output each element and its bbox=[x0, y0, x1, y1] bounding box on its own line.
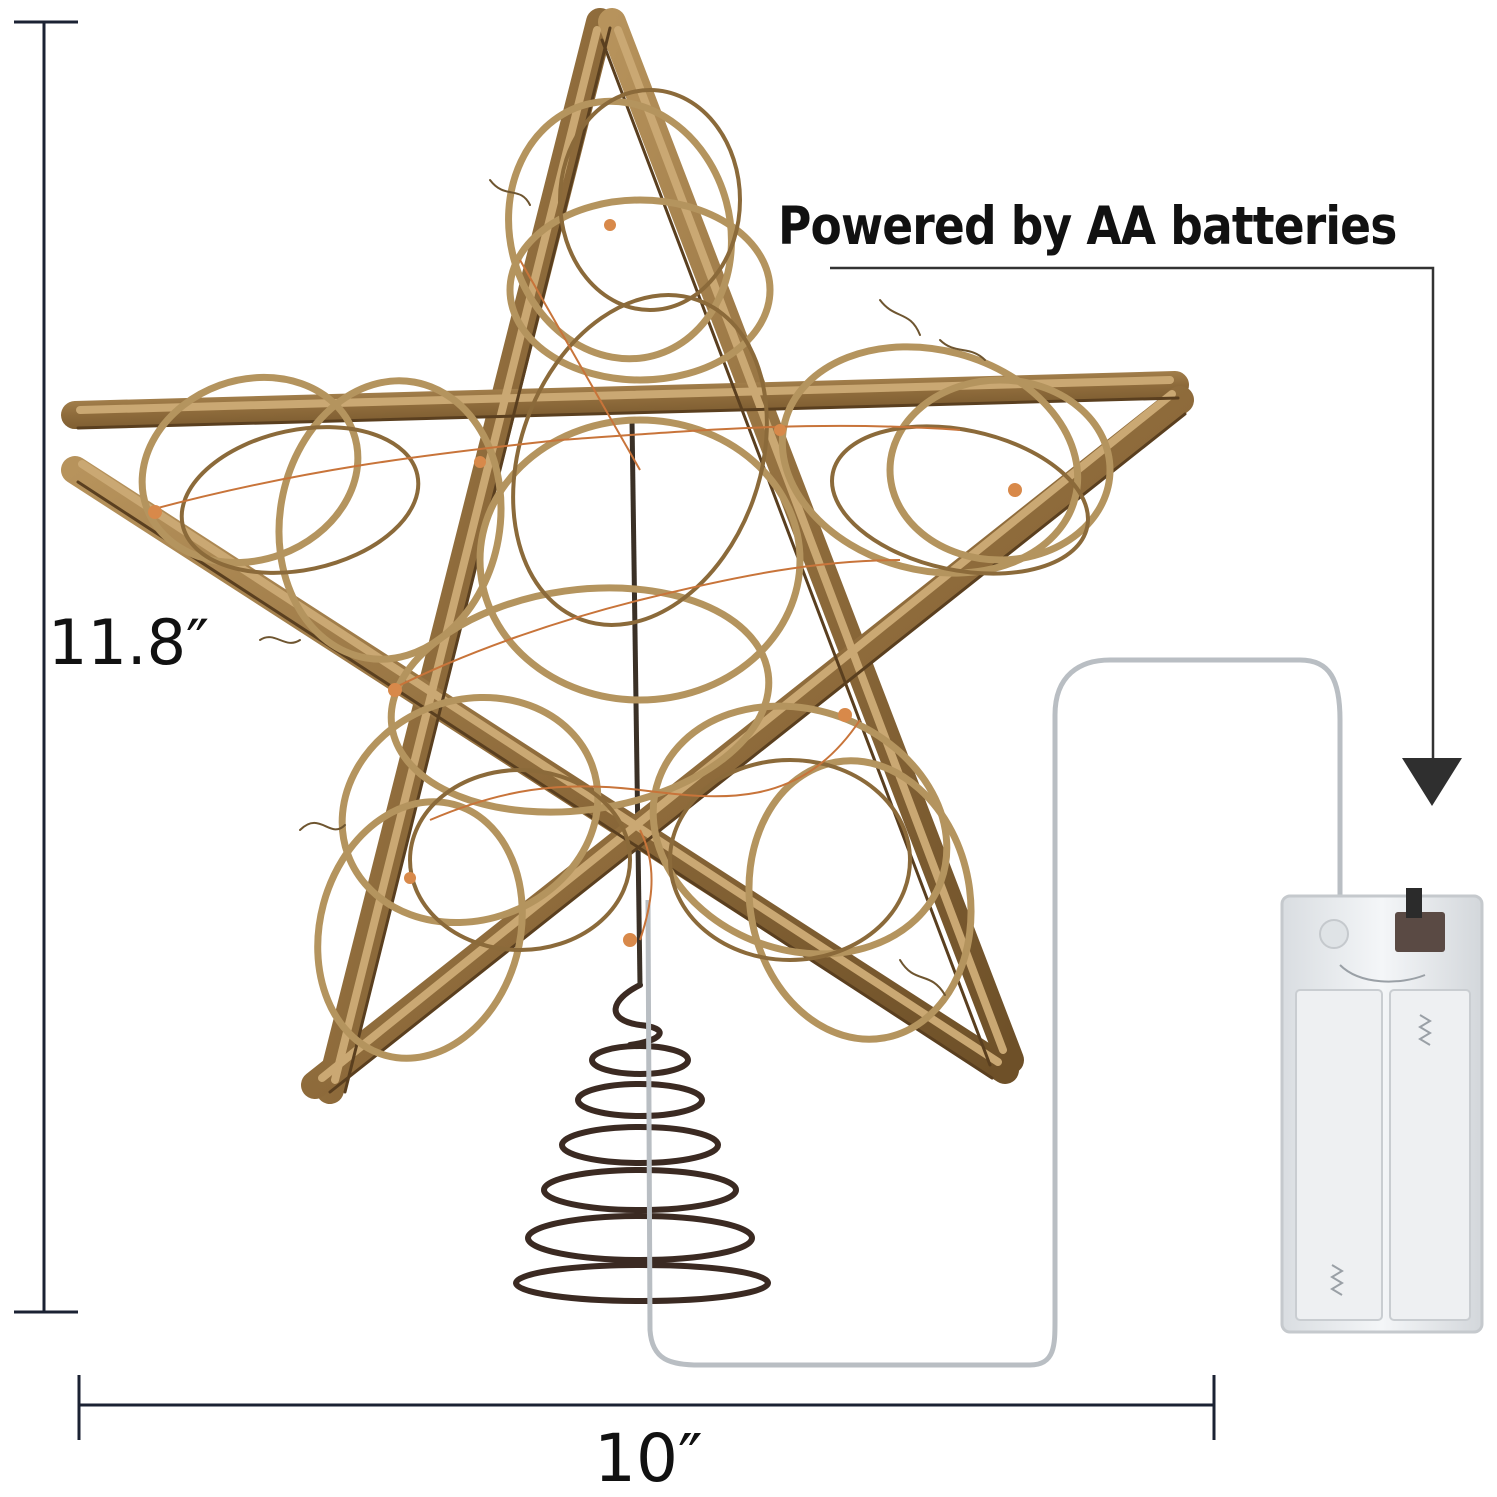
battery-cable bbox=[645, 657, 1343, 1368]
vine-star bbox=[61, 8, 1194, 1104]
width-dimension-line bbox=[77, 1375, 1216, 1440]
spiral-stand bbox=[513, 982, 771, 1304]
battery-box bbox=[1280, 888, 1484, 1334]
copper-bulbs bbox=[148, 219, 1022, 947]
power-label: Powered by AA batteries bbox=[778, 196, 1397, 257]
height-dimension-line bbox=[14, 20, 78, 1314]
arrow-head-icon bbox=[1402, 758, 1462, 806]
copper-wire-lights bbox=[149, 259, 961, 941]
pointer-arrow bbox=[830, 266, 1435, 780]
width-label: 10″ bbox=[594, 1420, 703, 1497]
height-label: 11.8″ bbox=[48, 606, 210, 679]
